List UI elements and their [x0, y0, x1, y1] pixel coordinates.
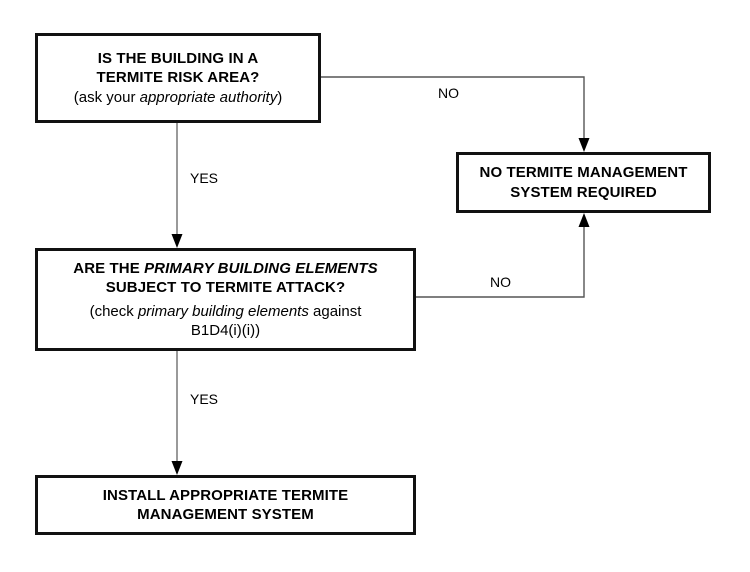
- edge-label-risk-yes: YES: [186, 170, 223, 186]
- edge-label-elements-no: NO: [486, 274, 515, 290]
- node-line: (check primary building elements against: [90, 302, 362, 321]
- node-line: INSTALL APPROPRIATE TERMITE: [102, 486, 349, 504]
- node-question-primary-building-elements[interactable]: ARE THE PRIMARY BUILDING ELEMENTS SUBJEC…: [35, 248, 416, 351]
- connector-elements-no: [416, 213, 590, 298]
- connector-elements-yes: [171, 351, 183, 475]
- edge-label-risk-no: NO: [434, 85, 463, 101]
- node-line: SUBJECT TO TERMITE ATTACK?: [105, 278, 346, 296]
- node-line-text: (check: [89, 303, 138, 320]
- node-line: ARE THE PRIMARY BUILDING ELEMENTS: [73, 259, 377, 278]
- node-line: MANAGEMENT SYSTEM: [137, 506, 314, 523]
- edge-label-elements-yes: YES: [186, 391, 223, 407]
- connector-risk-no: [321, 76, 590, 152]
- node-line-emphasis: primary building elements: [137, 303, 309, 320]
- node-line-tail: against: [308, 303, 362, 320]
- node-line-text: (ask your: [73, 88, 140, 106]
- node-line-emphasis: PRIMARY BUILDING ELEMENTS: [144, 259, 378, 277]
- node-line: B1D4(i)(i)): [190, 322, 261, 340]
- node-question-termite-risk-area[interactable]: IS THE BUILDING IN A TERMITE RISK AREA? …: [35, 33, 321, 123]
- node-outcome-install-system[interactable]: INSTALL APPROPRIATE TERMITE MANAGEMENT S…: [35, 475, 416, 535]
- node-outcome-no-system-required[interactable]: NO TERMITE MANAGEMENT SYSTEM REQUIRED: [456, 152, 711, 213]
- node-line-tail: ): [277, 88, 283, 106]
- node-line: (ask your appropriate authority): [74, 88, 282, 107]
- node-line: TERMITE RISK AREA?: [96, 69, 260, 87]
- node-line-emphasis: appropriate authority: [139, 88, 278, 106]
- node-line: SYSTEM REQUIRED: [510, 183, 657, 201]
- node-line: NO TERMITE MANAGEMENT: [479, 164, 688, 182]
- node-line: IS THE BUILDING IN A: [97, 50, 259, 68]
- connector-risk-yes: [171, 123, 183, 248]
- node-line-text: ARE THE: [73, 259, 145, 277]
